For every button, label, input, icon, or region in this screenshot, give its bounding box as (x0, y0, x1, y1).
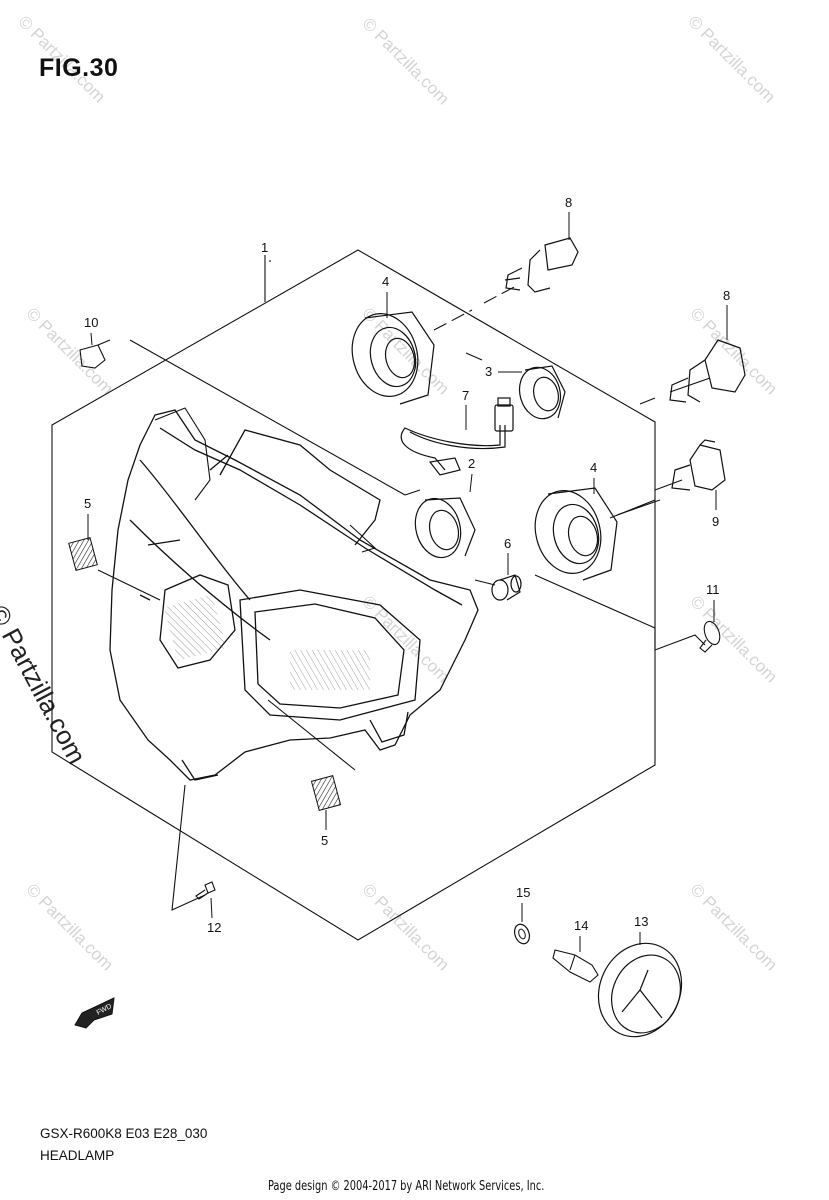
cushion-left (68, 537, 98, 571)
adjust-pin (552, 949, 599, 983)
callout-5: 5 (84, 496, 91, 511)
page-credit: Page design © 2004-2017 by ARI Network S… (268, 1179, 545, 1194)
fwd-arrow-icon: FWD (74, 997, 115, 1029)
wire-harness (400, 397, 514, 476)
figure-caption: HEADLAMP (40, 1148, 115, 1163)
callout-5: 5 (321, 833, 328, 848)
callout-6: 6 (504, 536, 511, 551)
socket-small (414, 497, 476, 559)
callout-14: 14 (574, 918, 588, 933)
cushion-lower (310, 775, 342, 811)
callout-13: 13 (634, 914, 648, 929)
socket-ring-lower (534, 487, 618, 581)
callout-1: 1 (261, 240, 268, 255)
reflector-upper (154, 407, 377, 553)
bulb (671, 439, 726, 491)
callout-11: 11 (706, 582, 720, 597)
callout-2: 2 (468, 456, 475, 471)
grommet (491, 574, 522, 601)
assembly-outline (51, 249, 656, 941)
callout-9: 9 (712, 514, 719, 529)
callout-10: 10 (84, 315, 98, 330)
callout-8: 8 (723, 288, 730, 303)
screw-right (699, 620, 721, 653)
headlamp-cap (597, 942, 683, 1038)
callout-7: 7 (462, 388, 469, 403)
socket-ring-small (518, 365, 566, 420)
callout-8: 8 (565, 195, 572, 210)
socket-ring-upper (351, 311, 435, 405)
bulb-socket-upper (504, 237, 579, 293)
position-bulb (79, 339, 111, 369)
screw-bottom (195, 881, 216, 900)
callout-15: 15 (516, 885, 530, 900)
figure-title: FIG.30 (39, 54, 119, 82)
callout-4: 4 (382, 274, 389, 289)
washer (513, 923, 531, 945)
model-code: GSX-R600K8 E03 E28_030 (40, 1126, 208, 1141)
callout-12: 12 (207, 920, 221, 935)
callout-3: 3 (485, 364, 492, 379)
callout-4: 4 (590, 460, 597, 475)
bulb-socket-right (669, 339, 746, 403)
headlamp-housing (109, 409, 479, 781)
